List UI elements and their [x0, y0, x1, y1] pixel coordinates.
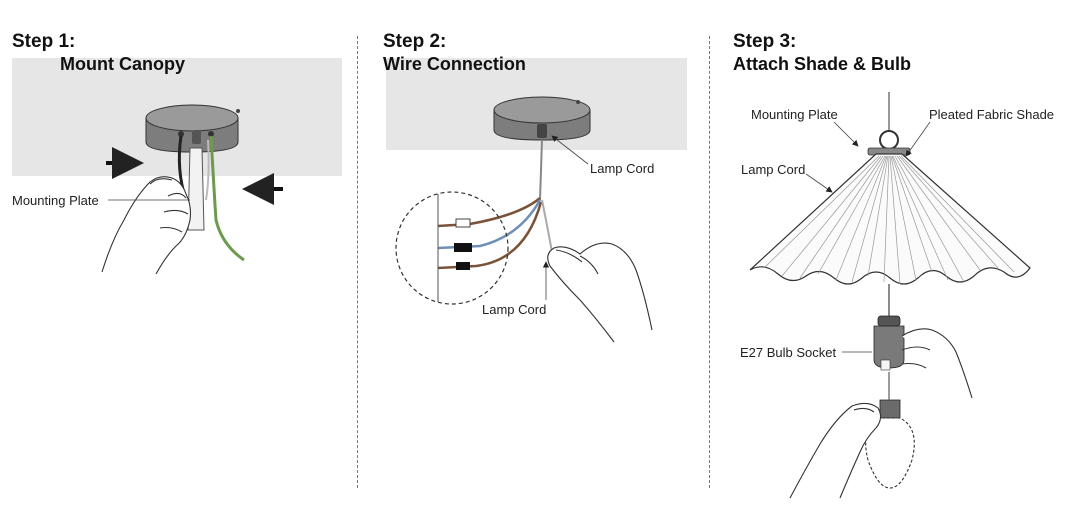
label-bulb-socket-step3: E27 Bulb Socket: [740, 345, 837, 360]
hand-step3-lower: [789, 402, 882, 499]
wire-green-step1: [209, 135, 245, 262]
label-mounting-plate-step1: Mounting Plate: [12, 193, 99, 208]
lamp-cord-leader-step3: [805, 173, 833, 193]
step3-title: Attach Shade & Bulb: [733, 54, 912, 74]
label-lamp-cord-step3: Lamp Cord: [741, 162, 806, 177]
canopy-step2: [493, 96, 591, 141]
step-divider-1: [357, 36, 358, 488]
wire-brown-2-step2: [437, 201, 543, 270]
shade-leader: [905, 121, 931, 157]
hand-step1: [101, 176, 192, 275]
hand-step3-upper: [901, 328, 973, 399]
step2-title: Wire Connection: [383, 54, 526, 74]
label-lamp-cord-top-step2: Lamp Cord: [590, 161, 655, 176]
step-divider-2: [709, 36, 710, 488]
mounting-ring: [879, 130, 899, 150]
mounting-plate-leader-step3: [833, 121, 859, 147]
step1-heading: Step 1:: [12, 31, 76, 52]
connection-detail-circle: [395, 191, 509, 305]
step1-illustration: [101, 104, 283, 275]
step3-illustration: [749, 92, 1031, 499]
step3-heading: Step 3:: [733, 31, 797, 52]
label-pleated-shade-step3: Pleated Fabric Shade: [929, 107, 1055, 122]
step1-title: Mount Canopy: [60, 54, 185, 74]
hand-step2: [547, 242, 653, 343]
e27-bulb-socket: [873, 315, 905, 371]
label-mounting-plate-step3: Mounting Plate: [751, 107, 838, 122]
wire-blue-step2: [437, 199, 542, 250]
label-lamp-cord-bottom-step2: Lamp Cord: [482, 302, 547, 317]
lamp-cord-step2: [539, 139, 543, 201]
step2-heading: Step 2:: [383, 31, 447, 52]
canopy-step1: [145, 104, 240, 153]
step2-illustration: [395, 96, 653, 343]
pleated-fabric-shade: [749, 153, 1031, 285]
